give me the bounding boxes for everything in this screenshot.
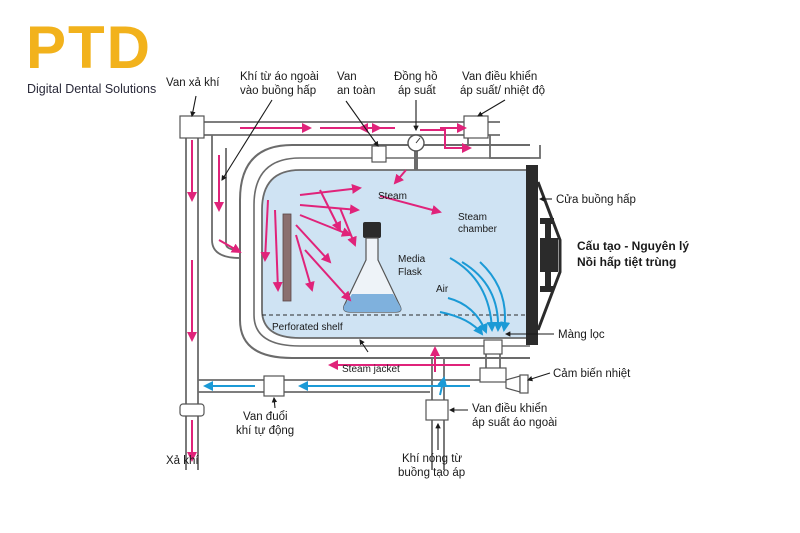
label-van-dieu-khien-ao-line1: Van điều khiển (472, 403, 547, 415)
label-khi-nong-line1: Khí nóng từ (402, 453, 462, 465)
fittings (179, 115, 507, 421)
label-steam: Steam (378, 191, 407, 202)
label-cua-buong-hap: Cửa buồng hấp (556, 194, 636, 206)
temperature-sensor (505, 374, 529, 394)
label-mang-loc: Màng lọc (558, 329, 605, 341)
label-dong-ho-line2: áp suất (398, 85, 437, 97)
label-khi-tu-ao-ngoai-line2: vào buồng hấp (240, 85, 316, 97)
label-dong-ho-line1: Đồng hồ (394, 71, 437, 83)
label-media-line2: Flask (398, 267, 423, 278)
label-cam-bien-nhiet: Cảm biến nhiệt (553, 368, 631, 380)
label-steam-chamber-line1: Steam (458, 212, 487, 223)
media-flask (343, 222, 402, 313)
label-van-dieu-khien-line1: Van điều khiển (462, 71, 537, 83)
label-van-duoi-line1: Van đuổi (243, 411, 288, 423)
brand-logo-text: PTD (26, 14, 152, 81)
label-van-dieu-khien-ao-line2: áp suất áo ngoài (472, 417, 557, 429)
label-xa-khi: Xả khí (166, 455, 199, 467)
label-khi-tu-ao-ngoai-line1: Khí từ áo ngoài (240, 71, 319, 83)
label-khi-nong-line2: buồng tạo áp (398, 467, 465, 479)
label-van-an-toan-line2: an toàn (337, 85, 375, 97)
title-line2: Nồi hấp tiệt trùng (577, 255, 676, 269)
label-steam-jacket: Steam jacket (342, 364, 400, 375)
chamber-door (526, 165, 562, 345)
label-van-duoi-line2: khí tự động (236, 425, 294, 437)
steam-flow-arrows (187, 123, 472, 462)
label-media-line1: Media (398, 254, 426, 265)
air-flow-arrows (203, 257, 511, 396)
label-air: Air (436, 284, 449, 295)
leader-lines (190, 95, 554, 450)
pressure-gauge (407, 134, 425, 170)
label-van-xa-khi: Van xả khí (166, 77, 220, 89)
label-steam-chamber-line2: chamber (458, 224, 498, 235)
shelf-post (282, 213, 292, 302)
label-van-an-toan-line1: Van (337, 71, 357, 83)
brand-tagline: Digital Dental Solutions (27, 82, 157, 96)
steam-jacket (239, 144, 530, 359)
label-perforated-shelf: Perforated shelf (272, 322, 343, 333)
label-van-dieu-khien-line2: áp suất/ nhiệt độ (460, 85, 545, 97)
brand-logo: PTD (26, 18, 152, 78)
title-line1: Cấu tạo - Nguyên lý (577, 239, 689, 253)
labels: Van xả khí Khí từ áo ngoài vào buồng hấp… (166, 71, 689, 479)
